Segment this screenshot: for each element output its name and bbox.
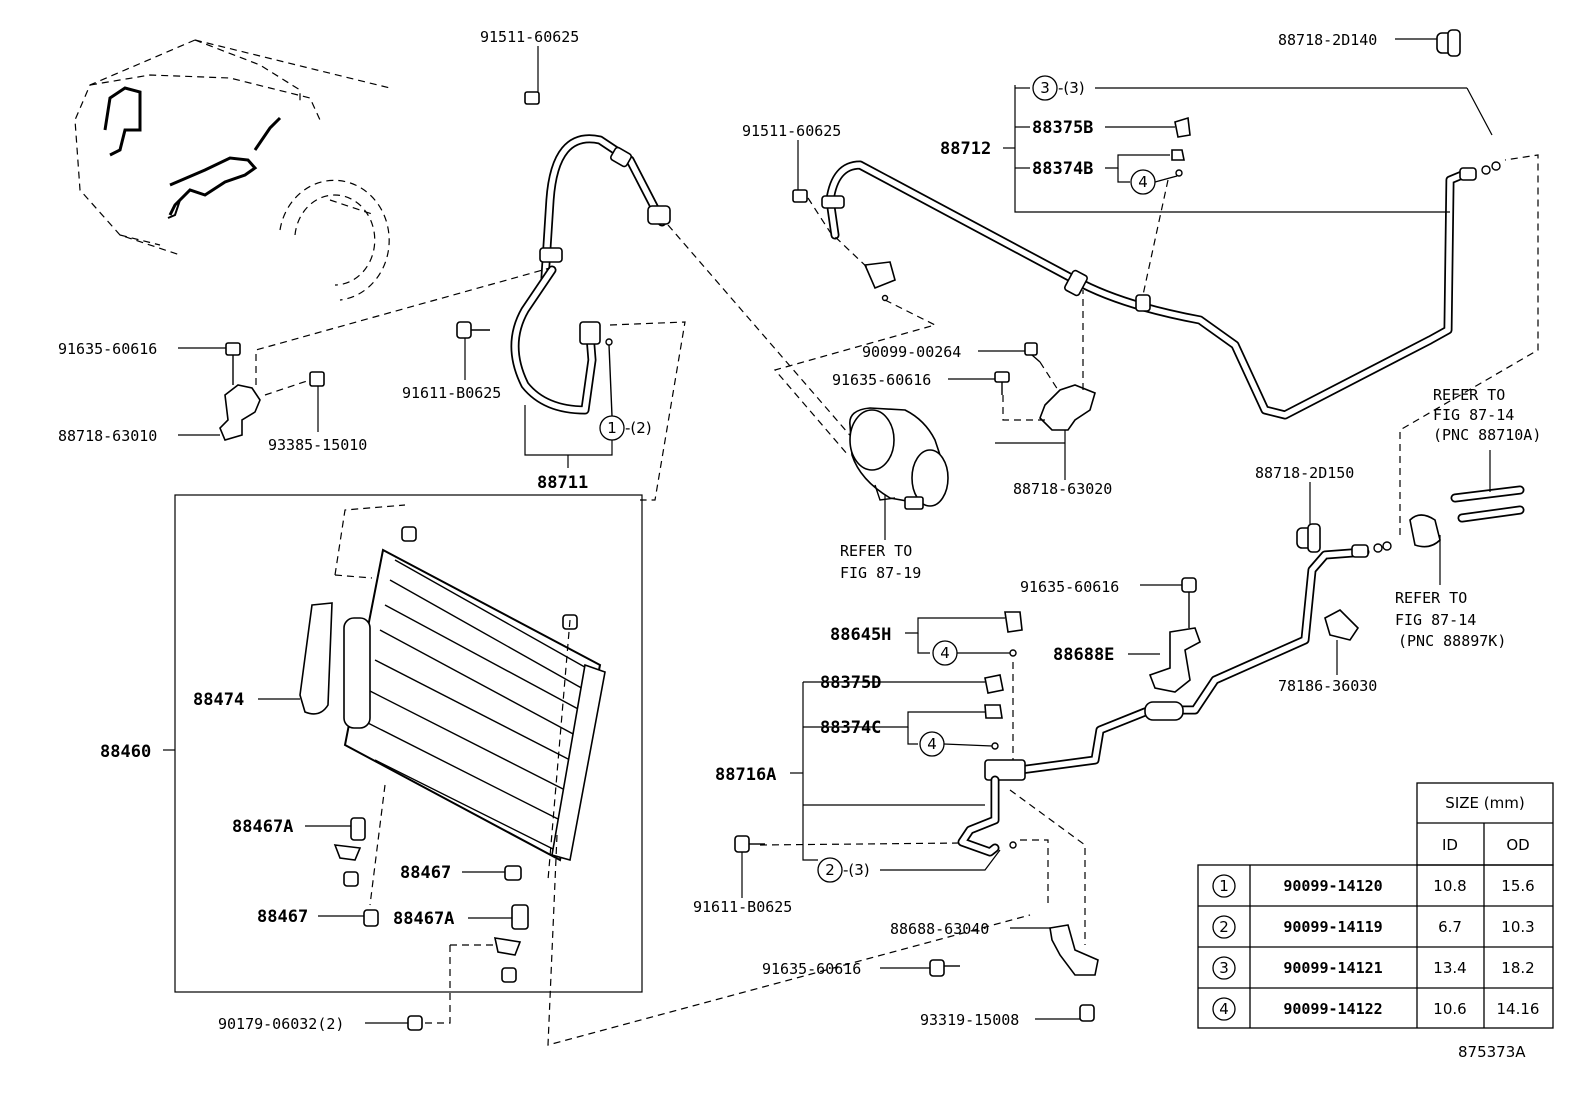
label-88374c: 88374C: [820, 718, 881, 738]
svg-text:10.3: 10.3: [1501, 918, 1534, 936]
label-88718-63010: 88718-63010: [58, 427, 157, 445]
svg-text:4: 4: [1219, 1000, 1229, 1018]
label-refer-88710a-line3: (PNC 88710A): [1433, 426, 1541, 444]
circle-3-top: 3 -(3): [1032, 75, 1085, 101]
table-row: 4 90099-14122 10.6 14.16: [1212, 997, 1540, 1021]
label-88712: 88712: [940, 139, 991, 159]
circle-1-88711: 1 -(2): [599, 344, 652, 441]
o-ring-size-table: SIZE (mm) ID OD 1 90099-14120 10.8 15.6 …: [1197, 782, 1554, 1029]
hose-88711: [510, 46, 671, 415]
label-88688-63040: 88688-63040: [890, 920, 989, 938]
bolt-91611-lower: [734, 835, 765, 898]
label-91611-a: 91611-B0625: [402, 384, 501, 402]
svg-text:90099-14120: 90099-14120: [1283, 877, 1382, 895]
svg-text:2: 2: [825, 861, 835, 879]
svg-text:90099-14119: 90099-14119: [1283, 918, 1382, 936]
circle-4-88645h: 4: [932, 640, 1010, 666]
label-refer-87-19-line1: REFER TO: [840, 542, 912, 560]
label-88460: 88460: [100, 742, 151, 762]
label-88467a-right: 88467A: [393, 909, 454, 929]
svg-text:18.2: 18.2: [1501, 959, 1534, 977]
compressor-refer-87-19: [849, 407, 949, 540]
circle-4-88374b: 4: [1130, 169, 1178, 195]
label-refer-88897k-line2: FIG 87-14: [1395, 611, 1476, 629]
label-88375b: 88375B: [1032, 118, 1093, 138]
svg-text:-(3): -(3): [843, 861, 870, 879]
pipe-88716a: [759, 547, 1370, 945]
svg-text:3: 3: [1040, 79, 1050, 97]
svg-text:4: 4: [1138, 173, 1148, 191]
svg-text:90099-14121: 90099-14121: [1283, 959, 1382, 977]
svg-text:13.4: 13.4: [1433, 959, 1466, 977]
label-93385: 93385-15010: [268, 436, 367, 454]
label-refer-87-19-line2: FIG 87-19: [840, 564, 921, 582]
label-88711: 88711: [537, 473, 588, 493]
label-88688e: 88688E: [1053, 645, 1114, 665]
bolt-91611-upper: [456, 321, 490, 380]
svg-text:4: 4: [927, 735, 937, 753]
label-91635-a: 91635-60616: [58, 340, 157, 358]
label-91511-top: 91511-60625: [480, 28, 579, 46]
svg-text:14.16: 14.16: [1497, 1000, 1540, 1018]
svg-text:1: 1: [607, 419, 617, 437]
bracket-88688-63040: [880, 924, 1099, 1022]
label-refer-88897k-line3: (PNC 88897K): [1398, 632, 1506, 650]
label-90179: 90179-06032(2): [218, 1015, 344, 1033]
label-88718-63020: 88718-63020: [1013, 480, 1112, 498]
label-90099-00264: 90099-00264: [862, 343, 961, 361]
label-91635-b: 91635-60616: [832, 371, 931, 389]
label-88467a-left: 88467A: [232, 817, 293, 837]
svg-text:6.7: 6.7: [1438, 918, 1462, 936]
table-row: 2 90099-14119 6.7 10.3: [1212, 915, 1535, 939]
circle-2-88716a: 2 -(3): [817, 857, 870, 883]
label-91611-b: 91611-B0625: [693, 898, 792, 916]
leader-88711: [524, 321, 686, 501]
circle-4-88374c: 4: [919, 731, 993, 757]
label-88467-left: 88467: [257, 907, 308, 927]
label-88718-2d140: 88718-2D140: [1278, 31, 1377, 49]
label-88716a: 88716A: [715, 765, 776, 785]
label-refer-88897k-line1: REFER TO: [1395, 589, 1467, 607]
bolt-90179: [365, 1015, 423, 1031]
svg-text:10.8: 10.8: [1433, 877, 1466, 895]
refer-pipes-88710a: [1450, 450, 1525, 523]
fitting-88718-2d150: [1296, 154, 1539, 585]
label-78186: 78186-36030: [1278, 677, 1377, 695]
label-91635-d: 91635-60616: [762, 960, 861, 978]
pipe-88712: [667, 29, 1501, 471]
label-88718-2d150: 88718-2D150: [1255, 464, 1354, 482]
svg-text:3: 3: [1219, 959, 1229, 977]
table-header-id: ID: [1442, 836, 1458, 854]
bracket-88718-63010: [178, 267, 551, 441]
svg-text:10.6: 10.6: [1433, 1000, 1466, 1018]
clamp-78186: [1324, 609, 1360, 675]
svg-text:-(2): -(2): [625, 419, 652, 437]
vehicle-location-sketch: [74, 39, 391, 301]
label-refer-88710a-line1: REFER TO: [1433, 386, 1505, 404]
label-88645h: 88645H: [830, 625, 891, 645]
svg-text:1: 1: [1219, 877, 1229, 895]
label-91511-mid: 91511-60625: [742, 122, 841, 140]
label-91635-c: 91635-60616: [1020, 578, 1119, 596]
label-88467-right: 88467: [400, 863, 451, 883]
table-header-size: SIZE (mm): [1445, 794, 1524, 812]
bracket-88718-63020: [948, 290, 1096, 480]
table-row: 3 90099-14121 13.4 18.2: [1212, 956, 1535, 980]
table-row: 1 90099-14120 10.8 15.6: [1212, 874, 1535, 898]
svg-text:4: 4: [940, 644, 950, 662]
label-88474: 88474: [193, 690, 244, 710]
label-88375d: 88375D: [820, 673, 881, 693]
condenser-88460: [163, 494, 1031, 1046]
figure-id: 875373A: [1458, 1043, 1526, 1061]
label-93319: 93319-15008: [920, 1011, 1019, 1029]
label-refer-88710a-line2: FIG 87-14: [1433, 406, 1514, 424]
label-88374b: 88374B: [1032, 159, 1093, 179]
svg-text:-(3): -(3): [1058, 79, 1085, 97]
svg-text:2: 2: [1219, 918, 1229, 936]
table-header-od: OD: [1506, 836, 1529, 854]
bracket-88688e: [1128, 577, 1201, 693]
svg-text:15.6: 15.6: [1501, 877, 1534, 895]
svg-text:90099-14122: 90099-14122: [1283, 1000, 1382, 1018]
